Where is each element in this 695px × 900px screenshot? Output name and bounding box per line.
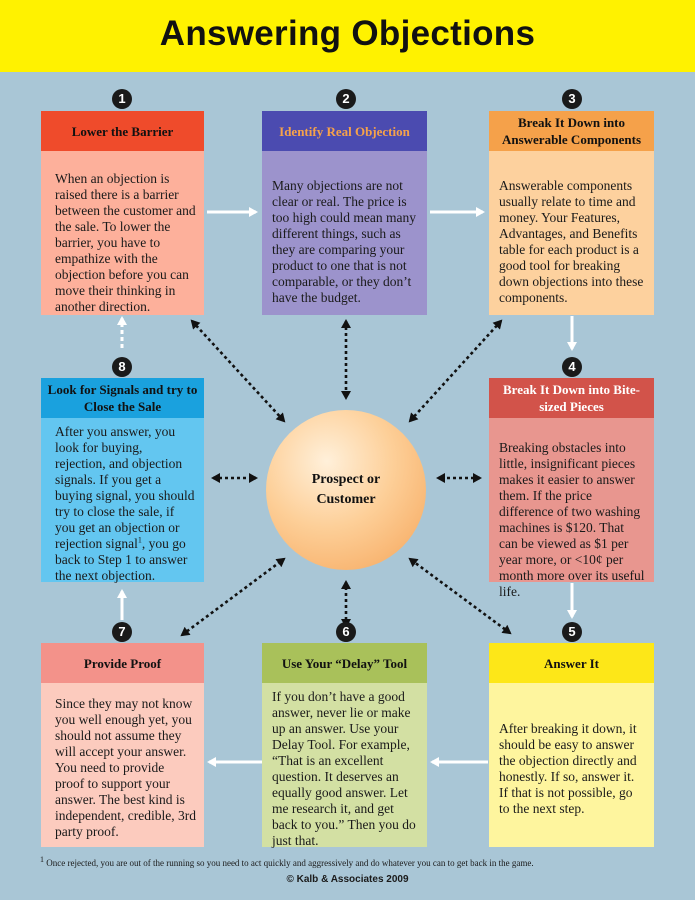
title-banner bbox=[0, 0, 695, 72]
step-body-1: When an objection is raised there is a b… bbox=[41, 151, 204, 315]
step-body-4: Breaking obstacles into little, insignif… bbox=[489, 418, 654, 599]
copyright: © Kalb & Associates 2009 bbox=[286, 874, 409, 885]
page-title: Answering Objections bbox=[159, 14, 536, 53]
footnote-mark: 1 bbox=[40, 855, 44, 864]
step-body-8-text: After you answer, you look for buying, r… bbox=[55, 424, 195, 551]
step-header-2: Identify Real Objection bbox=[262, 111, 427, 151]
hub-link-1 bbox=[190, 319, 286, 423]
step-header-7: Provide Proof bbox=[41, 643, 204, 683]
step-body-5: After breaking it down, it should be eas… bbox=[489, 683, 654, 847]
step-badge-5: 5 bbox=[562, 622, 582, 642]
step-header-8: Look for Signals and try to Close the Sa… bbox=[41, 378, 204, 418]
hub-line-1: Prospect or bbox=[311, 472, 381, 487]
hub-line-2: Customer bbox=[316, 492, 376, 507]
step-badge-8: 8 bbox=[112, 357, 132, 377]
footnote: 1 Once rejected, you are out of the runn… bbox=[40, 855, 534, 869]
step-header-5: Answer It bbox=[489, 643, 654, 683]
step-header-6: Use Your “Delay” Tool bbox=[262, 643, 427, 683]
step-body-6: If you don’t have a good answer, never l… bbox=[262, 683, 427, 848]
step-body-7: Since they may not know you well enough … bbox=[41, 683, 204, 847]
hub-link-5 bbox=[408, 557, 512, 635]
step-body-8-tail: , you go back to Step 1 to answer the ne… bbox=[55, 536, 188, 583]
footnote-ref: 1 bbox=[137, 535, 142, 545]
step-badge-7: 7 bbox=[112, 622, 132, 642]
hub-link-3 bbox=[408, 319, 503, 423]
step-body-3: Answerable components usually relate to … bbox=[489, 151, 654, 315]
step-body-8: After you answer, you look for buying, r… bbox=[41, 418, 204, 583]
step-badge-1: 1 bbox=[112, 89, 132, 109]
step-badge-6: 6 bbox=[336, 622, 356, 642]
step-badge-2: 2 bbox=[336, 89, 356, 109]
step-header-4: Break It Down into Bite-sized Pieces bbox=[489, 378, 654, 418]
step-badge-3: 3 bbox=[562, 89, 582, 109]
footnote-text: Once rejected, you are out of the runnin… bbox=[44, 858, 534, 868]
step-header-1: Lower the Barrier bbox=[41, 111, 204, 151]
step-body-2: Many objections are not clear or real. T… bbox=[262, 151, 427, 315]
prospect-hub: Prospect or Customer bbox=[266, 410, 426, 570]
step-badge-4: 4 bbox=[562, 357, 582, 377]
step-header-3: Break It Down into Answerable Components bbox=[489, 111, 654, 151]
